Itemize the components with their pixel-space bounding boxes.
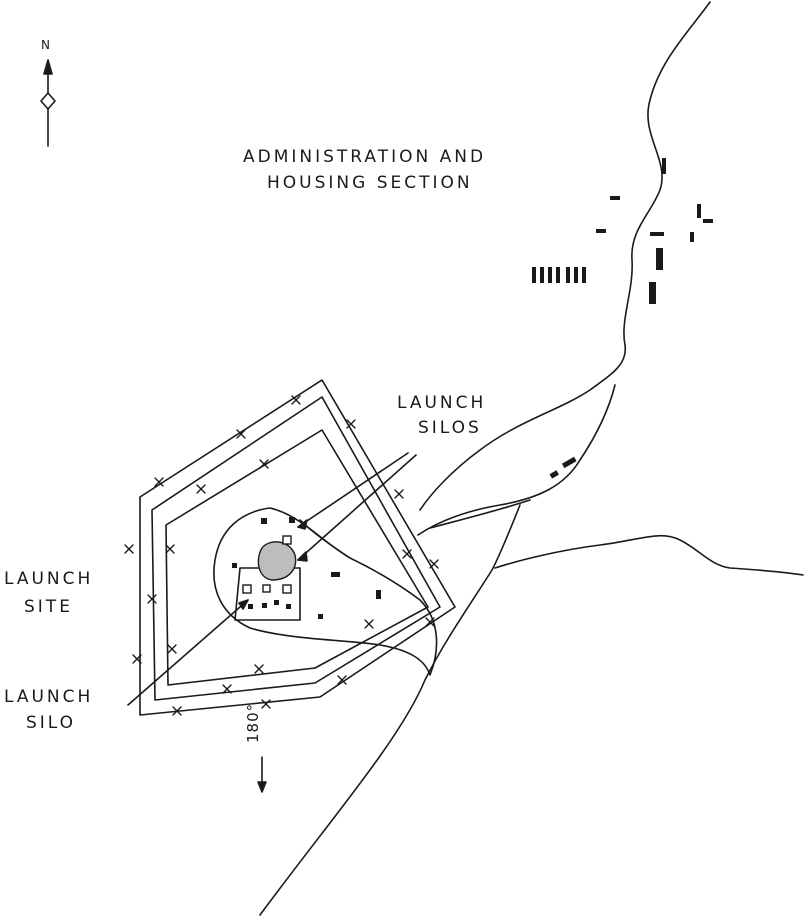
river-east-bank — [417, 384, 616, 536]
label-launch-silos-line1: LAUNCH — [397, 393, 487, 413]
label-launch-silo-line1: LAUNCH — [4, 687, 94, 707]
middle-fence — [151, 396, 441, 701]
pointer-silos-a — [297, 452, 409, 528]
outer-fence — [139, 379, 456, 716]
road-southwest — [259, 504, 521, 916]
launch-area-boundary — [213, 507, 438, 676]
north-arrow-icon — [40, 59, 56, 147]
label-launch-silos-line2: SILOS — [418, 418, 482, 438]
inner-fence — [165, 429, 429, 686]
fence-markers — [124, 395, 439, 716]
road-upper — [429, 499, 531, 529]
river-main — [419, 1, 711, 511]
north-label: N — [41, 38, 50, 52]
pointer-silo — [127, 599, 249, 706]
label-launch-silo-line2: SILO — [26, 713, 77, 733]
creek-branch — [494, 534, 804, 576]
label-admin-line2: HOUSING SECTION — [267, 173, 473, 193]
label-launch-site-line2: SITE — [24, 597, 73, 617]
label-launch-site-line1: LAUNCH — [4, 569, 94, 589]
silo-mound — [257, 541, 297, 581]
label-admin-line1: ADMINISTRATION AND — [243, 147, 487, 167]
pointer-silos-b — [297, 454, 417, 561]
bearing-label: 180° — [244, 702, 262, 743]
